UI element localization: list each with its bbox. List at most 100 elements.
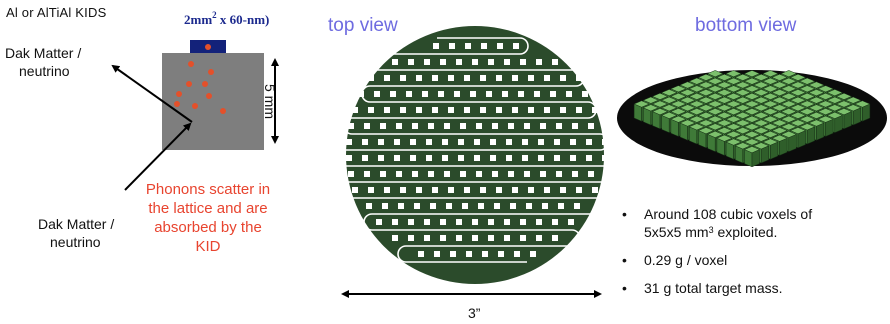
kid-pixel (502, 91, 508, 97)
kid-pixel (550, 91, 556, 97)
kid-pixel (438, 91, 444, 97)
voxel-face (753, 73, 770, 81)
voxel-face (651, 108, 669, 116)
voxel-face (670, 108, 687, 116)
voxel-face (771, 119, 788, 127)
incoming-particle-arrow (124, 122, 192, 191)
kid-pixel (570, 155, 576, 161)
kid-pixel (352, 107, 358, 113)
kid-pixel (534, 91, 540, 97)
voxel-face (707, 85, 724, 93)
voxel-face (845, 104, 862, 112)
voxel-face (743, 85, 761, 93)
kid-pixel (424, 235, 430, 241)
kid-pixel (398, 203, 404, 209)
kid-pixel (348, 171, 354, 177)
kid-pixel (408, 219, 414, 225)
kid-pixel (512, 187, 518, 193)
kid-pixel (412, 123, 418, 129)
kid-sensor-dot (205, 44, 211, 50)
kid-pixel (508, 123, 514, 129)
voxel-face (688, 92, 705, 100)
voxel-face (780, 70, 797, 78)
kid-pixel (460, 123, 466, 129)
voxel-face (716, 81, 733, 89)
voxel-face (743, 123, 761, 131)
voxel-face (771, 111, 788, 119)
voxel-face (771, 81, 788, 89)
kid-pixel (358, 91, 364, 97)
voxel-face (753, 142, 770, 150)
kid-pixel (602, 155, 608, 161)
voxel-face (697, 119, 715, 127)
voxel-face (707, 123, 724, 131)
voxel-face (725, 108, 742, 116)
voxel-face (826, 104, 843, 112)
kid-pixel (346, 155, 352, 161)
voxel-face (716, 89, 733, 97)
voxel-face (688, 100, 705, 108)
voxel-face (734, 96, 751, 104)
voxel-face (762, 100, 779, 108)
kid-pixel (464, 187, 470, 193)
kid-pixel (384, 187, 390, 193)
kid-pixel (446, 203, 452, 209)
voxel-face (707, 115, 724, 123)
kid-pixel (396, 171, 402, 177)
kid-pixel (540, 171, 546, 177)
voxel-face (780, 77, 797, 85)
kid-pixel (538, 139, 544, 145)
voxel-face (734, 81, 751, 89)
kid-pixel (566, 91, 572, 97)
voxel-face (780, 115, 797, 123)
voxel-face (845, 96, 862, 104)
voxel-face (688, 123, 705, 131)
voxel-face (789, 127, 807, 135)
voxel-face (753, 81, 770, 89)
kid-pixel (442, 139, 448, 145)
voxel-face (642, 104, 659, 112)
kid-pixel (416, 107, 422, 113)
kid-pixel (444, 123, 450, 129)
kid-pixel (428, 171, 434, 177)
dark-matter-label-bottom: Dak Matter / neutrino (38, 216, 115, 250)
list-item: • 31 g total target mass. (622, 280, 783, 296)
kid-pixel (554, 139, 560, 145)
voxel-face (743, 77, 761, 85)
voxel-face (670, 85, 687, 93)
crystal-absorber (162, 53, 264, 150)
kid-pixel (408, 235, 414, 241)
kid-pixel (432, 187, 438, 193)
kid-pixel (528, 107, 534, 113)
voxel-face (762, 130, 779, 138)
voxel-face (789, 104, 807, 112)
kid-pixel (414, 203, 420, 209)
kid-pixel (568, 219, 574, 225)
voxel-face (679, 96, 696, 104)
kid-pixel (380, 171, 386, 177)
kid-pixel (486, 91, 492, 97)
kid-pixel (544, 75, 550, 81)
voxel-facts-list: • Around 108 cubic voxels of 5x5x5 mm3 e… (618, 205, 886, 307)
kid-pixel (472, 235, 478, 241)
voxel-face (780, 123, 797, 131)
voxel-face (762, 70, 779, 78)
kid-pixel (444, 171, 450, 177)
voxel-face (780, 92, 797, 100)
kid-pixel (504, 235, 510, 241)
voxel-face (734, 73, 751, 81)
kid-pixel (400, 187, 406, 193)
kid-pixel (418, 251, 424, 257)
voxel-face (771, 96, 788, 104)
kid-pixel (456, 59, 462, 65)
kid-pixel (394, 155, 400, 161)
voxel-face (716, 119, 733, 127)
kid-pixel (384, 107, 390, 113)
voxel-face (707, 130, 724, 138)
voxel-face (817, 100, 834, 108)
voxel-face (762, 123, 779, 131)
kid-pixel (456, 219, 462, 225)
voxel-array (633, 70, 871, 168)
voxel-face (753, 96, 770, 104)
